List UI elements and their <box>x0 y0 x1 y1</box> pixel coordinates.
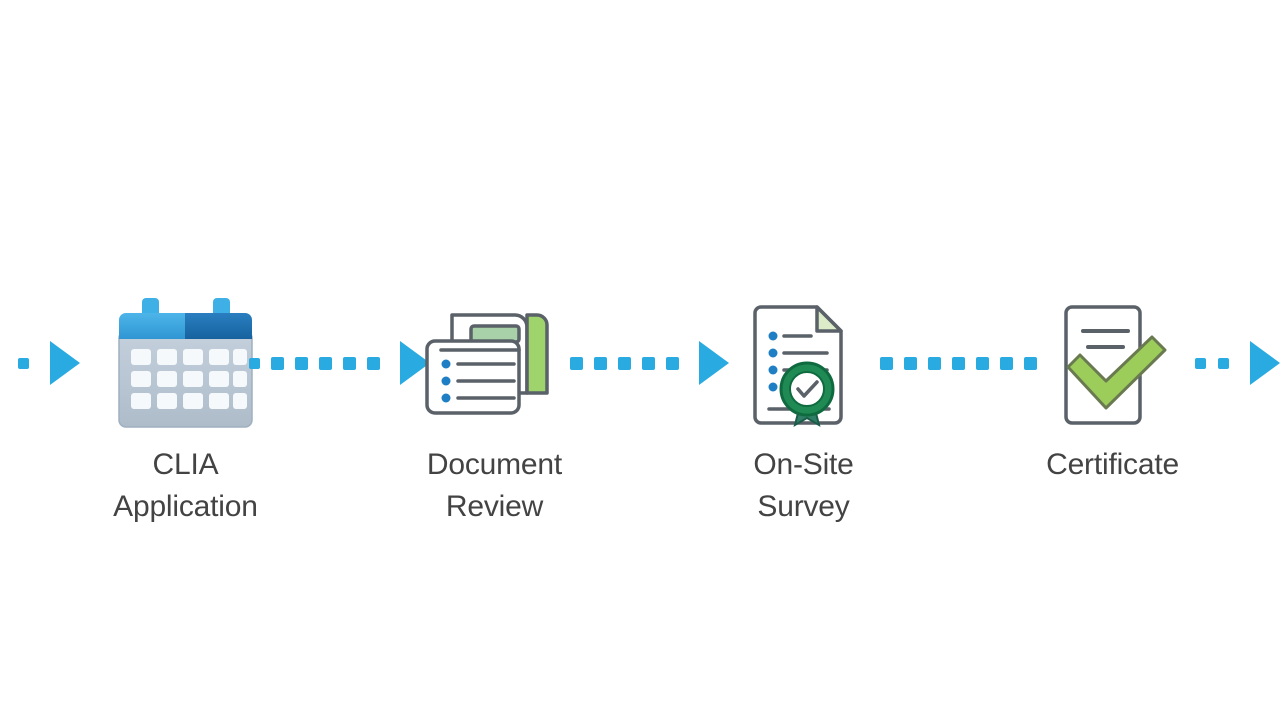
step-on-site-survey[interactable]: On-Site Survey <box>723 288 884 528</box>
connector-dot <box>1195 357 1207 369</box>
connector-3-4 <box>879 288 1037 438</box>
connector-dot <box>343 356 357 370</box>
connector-dot <box>999 356 1013 370</box>
step-label: CLIA Application <box>113 448 258 523</box>
connector-dot <box>951 356 965 370</box>
step-clia-application[interactable]: CLIA Application <box>105 288 266 528</box>
connector-dot <box>593 356 607 370</box>
step-document-review[interactable]: Document Review <box>414 288 575 528</box>
connector-exit <box>1193 288 1280 438</box>
connector-dot <box>975 356 989 370</box>
connector-dot <box>249 357 261 369</box>
connector-dot <box>927 356 941 370</box>
step-certificate[interactable]: Certificate <box>1032 288 1193 486</box>
arrowhead-icon <box>698 341 729 385</box>
connector-dot <box>665 356 679 370</box>
arrowhead-icon <box>49 341 80 385</box>
connector-dot <box>617 356 631 370</box>
flow-row: CLIA Application <box>0 288 1280 538</box>
step-label: Document Review <box>426 448 563 523</box>
connector-dot <box>1218 357 1230 369</box>
connector-2-3 <box>569 288 729 438</box>
connector-dot <box>271 356 285 370</box>
connector-dot <box>295 356 309 370</box>
connector-dot <box>903 356 917 370</box>
connector-dot <box>569 356 583 370</box>
document-check-icon <box>1033 288 1193 438</box>
step-label: On-Site Survey <box>753 448 854 523</box>
connector-1-2 <box>249 288 431 438</box>
connector-dot <box>641 356 655 370</box>
documents-review-icon <box>414 288 574 438</box>
arrowhead-icon <box>1250 341 1280 385</box>
connector-dot <box>319 356 333 370</box>
connector-dot <box>1023 356 1037 370</box>
calendar-icon <box>105 288 265 438</box>
document-seal-icon <box>724 288 884 438</box>
connector-entry <box>0 288 105 438</box>
connector-dot <box>879 356 893 370</box>
connector-dot <box>367 356 381 370</box>
arrowhead-icon <box>400 341 431 385</box>
step-label: Certificate <box>1046 448 1179 481</box>
connector-dot <box>17 357 29 369</box>
